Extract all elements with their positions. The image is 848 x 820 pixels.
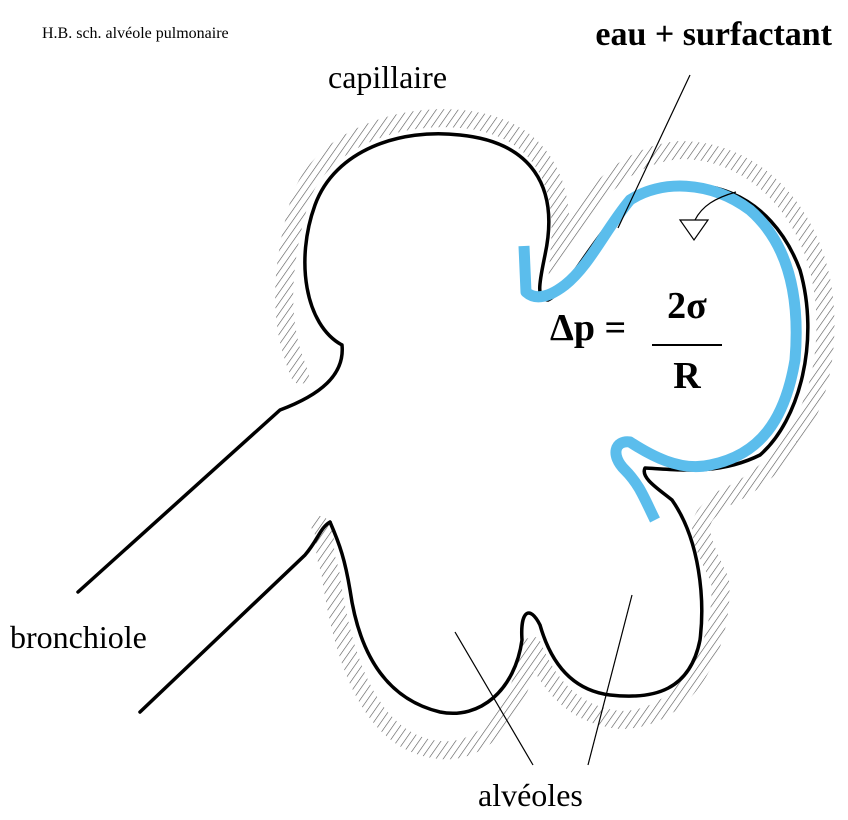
label-bronchiole: bronchiole	[10, 619, 147, 655]
label-alveoles: alvéoles	[478, 777, 583, 813]
header-caption: H.B. sch. alvéole pulmonaire	[42, 25, 229, 42]
arrow-head-icon	[680, 220, 708, 240]
label-surfactant: eau + surfactant	[595, 16, 832, 53]
formula-lhs: Δp =	[550, 307, 626, 349]
pointer-alveole-2	[588, 595, 632, 765]
formula-numerator: 2σ	[667, 285, 707, 327]
formula-denominator: R	[673, 355, 701, 397]
label-capillaire: capillaire	[328, 59, 447, 95]
bronchiole-lower-wall	[140, 522, 330, 712]
capillary-band	[284, 118, 825, 750]
